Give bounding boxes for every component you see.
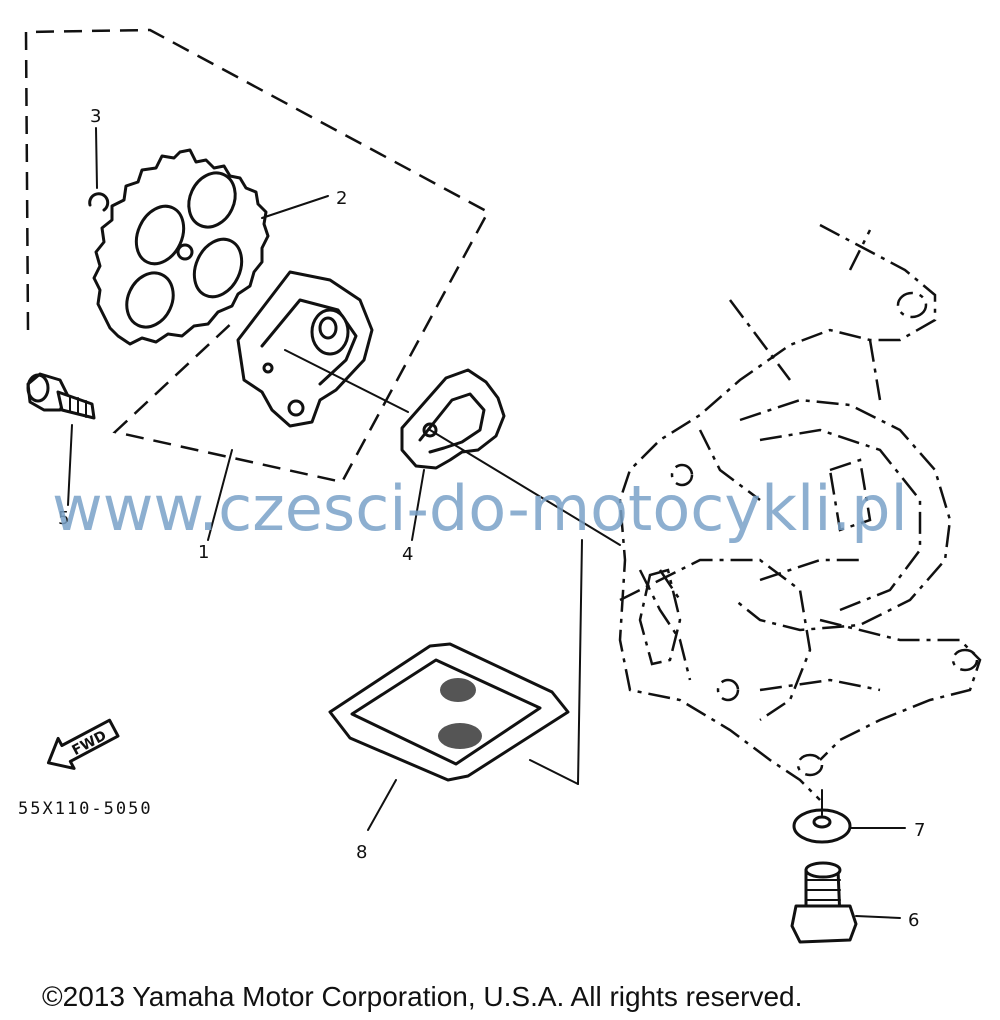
callout-3: 3 (90, 106, 101, 127)
callout-5: 5 (58, 508, 69, 529)
diagram-code: 55X110-5050 (18, 799, 153, 819)
drain-plug (790, 861, 901, 944)
callout-6: 6 (908, 910, 919, 931)
oil-pump-assembly-boundary (24, 28, 490, 484)
crankcase (618, 223, 982, 801)
copyright-notice: ©2013 Yamaha Motor Corporation, U.S.A. A… (42, 981, 802, 1012)
sprocket-leader (261, 195, 329, 219)
washer (792, 789, 906, 844)
callout-7: 7 (914, 820, 925, 841)
oil-pump-body (236, 270, 409, 428)
circlip (88, 127, 110, 212)
oil-strainer (328, 539, 583, 831)
pump-leader (207, 449, 233, 541)
callout-2: 2 (336, 188, 347, 209)
callout-8: 8 (356, 842, 367, 863)
sprocket-gear (92, 148, 270, 346)
callout-1: 1 (198, 542, 209, 563)
gasket-leader (411, 469, 425, 541)
fwd-arrow: FWD (46, 718, 120, 770)
gasket (400, 368, 621, 546)
callout-4: 4 (402, 544, 413, 565)
watermark: www.czesci-do-motocykli.pl (52, 472, 908, 545)
bolt (26, 372, 96, 506)
